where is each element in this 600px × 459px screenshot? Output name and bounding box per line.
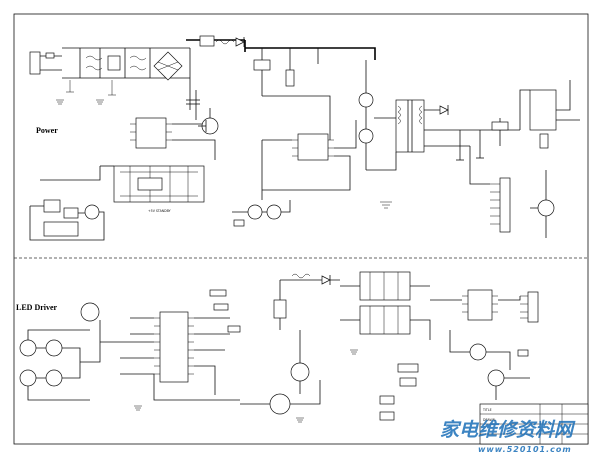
led-output-transistors bbox=[449, 330, 530, 400]
half-bridge-mosfets bbox=[358, 60, 374, 170]
title-block: TITLE DRAWN bbox=[479, 403, 589, 445]
power-section: +5V STANDBY bbox=[29, 35, 580, 241]
dimming-transistors bbox=[19, 302, 101, 401]
pfc-mosfet bbox=[198, 117, 219, 135]
bridge-rectifier bbox=[153, 51, 183, 81]
output-stage bbox=[424, 105, 520, 161]
power-output-connector bbox=[469, 146, 511, 233]
standby-controller bbox=[113, 165, 205, 203]
pfc-controller-ic bbox=[130, 117, 172, 149]
power-grounds bbox=[56, 99, 392, 209]
led-filter-block bbox=[340, 271, 431, 340]
boost-mosfets bbox=[240, 330, 321, 415]
watermark-title: 家电维修资料网 bbox=[440, 419, 576, 441]
led-driver-section: TITLE DRAWN bbox=[19, 271, 589, 445]
main-transformer bbox=[395, 99, 425, 153]
svg-text:TITLE: TITLE bbox=[482, 408, 492, 412]
watermark-url: www.520101.com bbox=[478, 445, 572, 454]
power-section-label: Power bbox=[36, 126, 58, 135]
led-driver-ic bbox=[154, 311, 194, 383]
ac-input-connector bbox=[29, 51, 62, 75]
svg-text:DRAWN: DRAWN bbox=[483, 418, 496, 422]
protection-ic bbox=[430, 289, 521, 321]
led-driver-section-label: LED Driver bbox=[16, 303, 58, 312]
boost-stage bbox=[273, 273, 340, 330]
standby-output-transistor bbox=[530, 170, 555, 238]
led-grounds bbox=[134, 349, 358, 423]
pfc-stage bbox=[199, 35, 245, 47]
jumper-boxes bbox=[379, 363, 419, 421]
standby-opto bbox=[29, 199, 105, 241]
emi-filter bbox=[62, 47, 190, 96]
main-pwm-controller bbox=[292, 133, 334, 161]
aux-regulator bbox=[519, 80, 580, 149]
led-connector bbox=[520, 291, 539, 323]
sheet-border bbox=[13, 13, 589, 445]
watermark: 家电维修资料网 www.520101.com bbox=[440, 419, 576, 454]
feedback-transistors bbox=[232, 200, 291, 227]
svg-text:+5V STANDBY: +5V STANDBY bbox=[148, 209, 171, 213]
